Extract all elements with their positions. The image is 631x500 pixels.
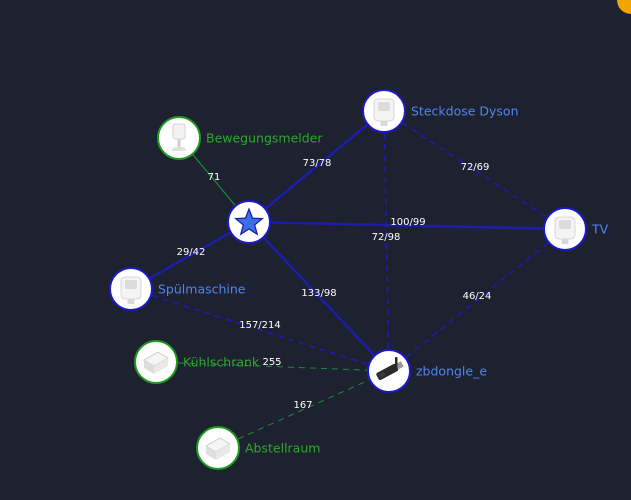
- node-kuehl[interactable]: Kühlschrank: [134, 340, 260, 384]
- link-dyson-tv: [383, 110, 566, 230]
- link-label-coordinator-bewegung: 71: [208, 172, 221, 183]
- link-spuel-zb: [130, 288, 390, 372]
- link-label-spuel-zb: 157/214: [239, 320, 281, 331]
- star-icon: [234, 207, 264, 236]
- link-label-coordinator-tv: 100/99: [390, 217, 425, 228]
- node-label: Steckdose Dyson: [411, 104, 519, 119]
- node-dyson[interactable]: Steckdose Dyson: [362, 89, 519, 133]
- node-spuel[interactable]: Spülmaschine: [109, 267, 246, 311]
- link-label-coordinator-dyson: 73/78: [303, 158, 332, 169]
- link-label-kuehl-zb: 255: [262, 357, 281, 368]
- link-coordinator-dyson: [248, 110, 385, 223]
- node-zb[interactable]: zbdongle_e: [367, 349, 487, 393]
- link-coordinator-spuel: [130, 220, 250, 291]
- link-label-abstell-zb: 167: [293, 400, 312, 411]
- link-coordinator-zb: [248, 221, 390, 372]
- link-label-coordinator-spuel: 29/42: [177, 247, 206, 258]
- node-coordinator[interactable]: [227, 200, 271, 244]
- link-kuehl-zb: [155, 361, 390, 372]
- node-label: Bewegungsmelder: [206, 131, 323, 146]
- link-label-dyson-tv: 72/69: [461, 162, 490, 173]
- link-abstell-zb: [217, 370, 390, 449]
- link-tv-zb: [388, 228, 566, 372]
- node-label: TV: [591, 222, 609, 237]
- node-label: Spülmaschine: [158, 282, 246, 297]
- node-label: Kühlschrank: [183, 355, 260, 370]
- node-label: zbdongle_e: [416, 364, 487, 379]
- link-coordinator-tv: [248, 220, 566, 231]
- link-label-dyson-zb: 72/98: [372, 232, 401, 243]
- node-label: Abstellraum: [245, 441, 320, 456]
- node-abstell[interactable]: Abstellraum: [196, 426, 320, 470]
- link-label-coordinator-zb: 133/98: [301, 288, 336, 299]
- node-bewegung[interactable]: Bewegungsmelder: [157, 116, 323, 160]
- link-label-tv-zb: 46/24: [463, 291, 492, 302]
- node-tv[interactable]: TV: [543, 207, 609, 251]
